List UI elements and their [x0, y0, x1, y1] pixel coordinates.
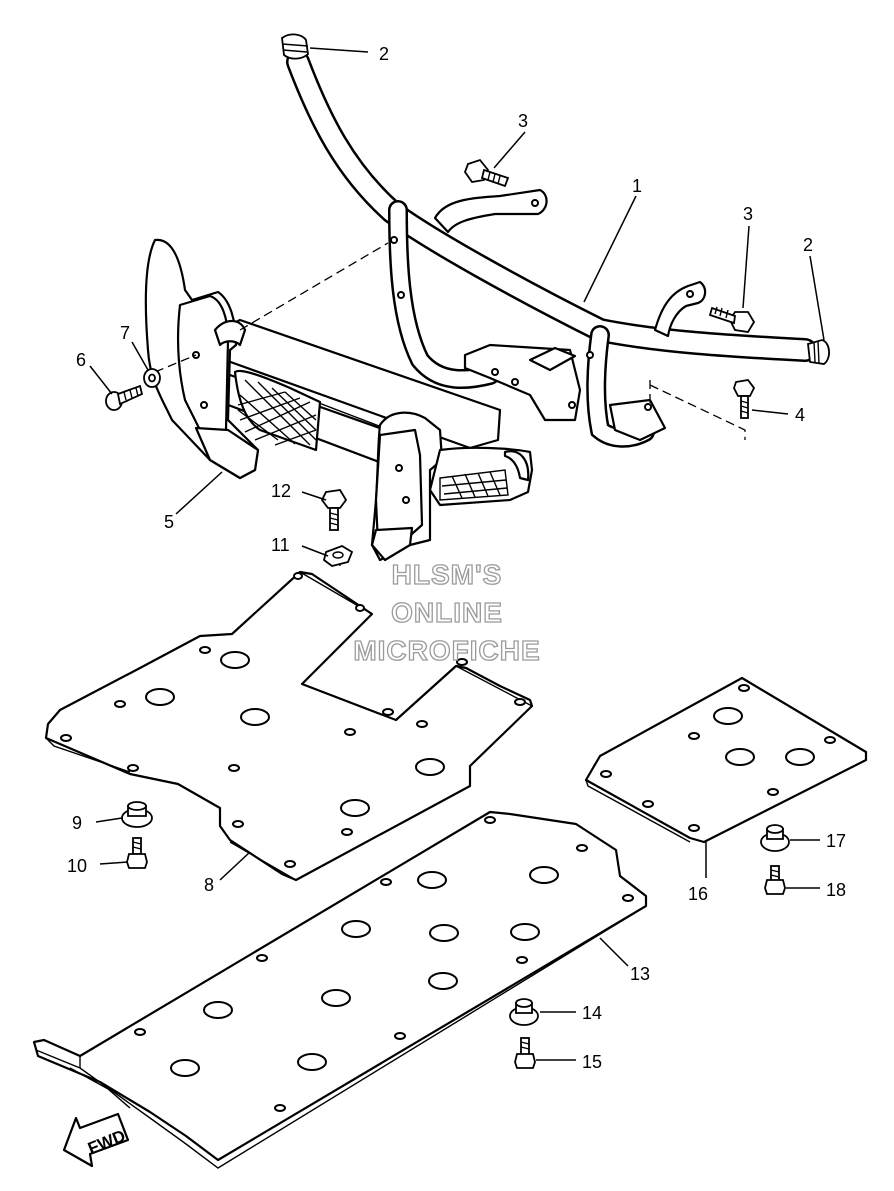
- front-bumper-body: [144, 238, 534, 562]
- bolt-18: [764, 865, 786, 895]
- callout-3-upper: 3: [518, 111, 528, 131]
- collar-9: [121, 801, 153, 828]
- grille-mesh: [233, 369, 322, 452]
- callout-13: 13: [630, 964, 650, 984]
- callout-10: 10: [67, 856, 87, 876]
- callout-14: 14: [582, 1003, 602, 1023]
- bolt-12: [320, 489, 348, 531]
- flange-bolt-upper: [463, 158, 510, 188]
- watermark-line-3: MICROFICHE: [353, 635, 540, 666]
- flange-bolt-right: [708, 306, 756, 333]
- callout-8: 8: [204, 875, 214, 895]
- watermark-line-1: HLSM'S: [392, 559, 503, 590]
- skid-plate-main: [32, 810, 648, 1169]
- washer-7: [143, 368, 161, 388]
- screw-6: [105, 384, 144, 411]
- callout-7: 7: [120, 323, 130, 343]
- watermark: HLSM'S ONLINE MICROFICHE: [353, 558, 541, 666]
- callout-3-right: 3: [743, 204, 753, 224]
- alignment-line: [154, 354, 197, 373]
- end-cap-top: [281, 33, 309, 60]
- bolt-4: [733, 379, 756, 419]
- bolt-15: [514, 1037, 536, 1069]
- watermark-line-2: ONLINE: [391, 597, 503, 628]
- callout-2-right: 2: [803, 235, 813, 255]
- callout-4: 4: [795, 405, 805, 425]
- bumper-guard-tube: [286, 50, 817, 448]
- callout-12: 12: [271, 481, 291, 501]
- callout-16: 16: [688, 884, 708, 904]
- end-cap-right: [807, 339, 830, 365]
- callout-9: 9: [72, 813, 82, 833]
- callout-6: 6: [76, 350, 86, 370]
- callout-5: 5: [164, 512, 174, 532]
- callout-18: 18: [826, 880, 846, 900]
- callout-1: 1: [632, 176, 642, 196]
- collar-17: [760, 824, 790, 852]
- callout-2-top: 2: [379, 44, 389, 64]
- nut-11: [322, 545, 354, 567]
- callout-numbers: 2 3 1 3 2 4 6 7 5 12 11 9 10 8 13 14 15 …: [67, 44, 846, 1072]
- callout-11: 11: [271, 535, 290, 555]
- leader-lines: [89, 47, 825, 1061]
- skid-plate-right: [584, 676, 868, 844]
- collar-14: [509, 998, 539, 1026]
- alignment-line: [649, 384, 746, 440]
- forward-direction-arrow: FWD: [62, 1112, 130, 1168]
- callout-15: 15: [582, 1052, 602, 1072]
- alignment-line: [239, 242, 389, 331]
- step-mesh: [439, 469, 509, 501]
- bolt-10: [126, 837, 148, 869]
- skid-plate-front: [44, 570, 534, 882]
- callout-17: 17: [826, 831, 846, 851]
